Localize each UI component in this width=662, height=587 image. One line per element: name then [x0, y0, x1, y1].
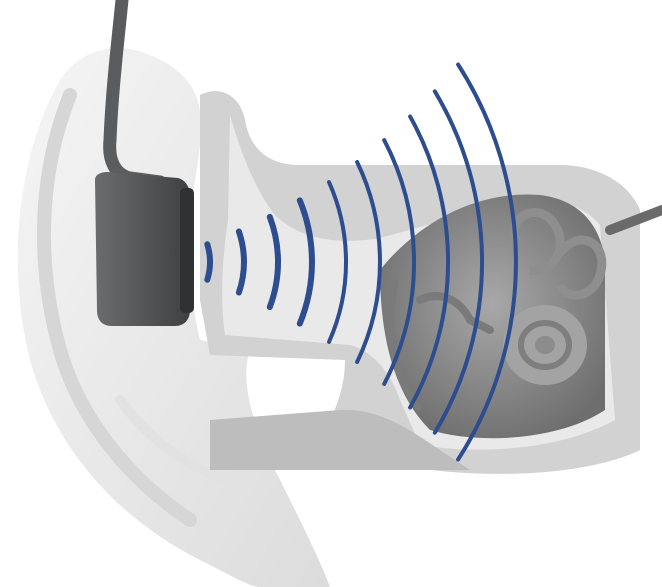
sound-wave-arc	[207, 244, 210, 279]
cochlea-center	[535, 336, 555, 354]
transducer-face	[180, 188, 194, 313]
cross-section	[200, 91, 662, 474]
transducer-pod	[95, 172, 190, 326]
